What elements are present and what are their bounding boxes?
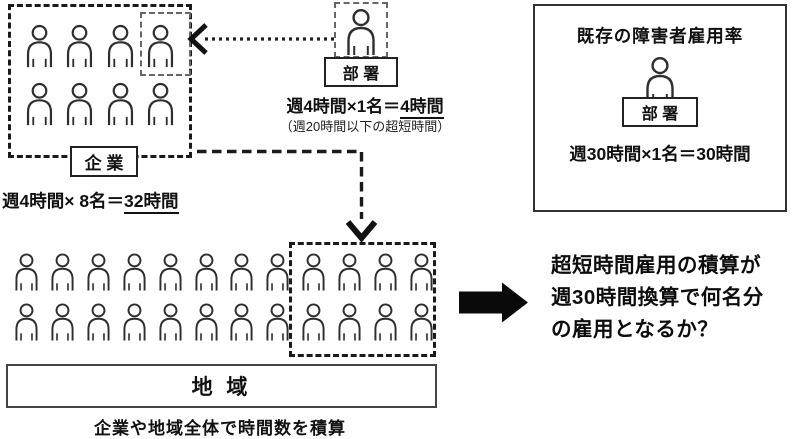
existing-rate-title: 既存の障害者雇用率 — [576, 26, 744, 46]
company-formula-result: 32時間 — [124, 191, 179, 214]
person-icon — [192, 250, 221, 294]
conclusion-line: 超短時間雇用の積算が — [551, 254, 761, 277]
person-icon — [84, 250, 113, 294]
person-icon — [84, 300, 113, 344]
company-label: 企 業 — [70, 146, 138, 177]
department-label: 部 署 — [324, 57, 398, 87]
conclusion-line: の雇用となるか？ — [551, 318, 719, 341]
person-icon — [23, 21, 56, 71]
dashed-connector-line — [197, 149, 364, 219]
arrowhead-left-icon — [187, 23, 208, 55]
company-formula-prefix: 週4時間× 8名＝ — [2, 191, 125, 211]
conclusion-text: 超短時間雇用の積算が 週30時間換算で何名分 の雇用となるか？ — [551, 250, 794, 346]
person-icon — [227, 250, 256, 294]
person-icon — [120, 300, 149, 344]
person-icon — [104, 21, 137, 71]
region-highlighted-members-box — [289, 242, 436, 357]
company-formula: 週4時間× 8名＝32時間 — [2, 188, 179, 214]
person-icon — [263, 300, 292, 344]
arrowhead-down-icon — [345, 220, 378, 243]
department-formula-prefix: 週4時間×1名＝ — [286, 97, 401, 116]
person-icon — [227, 300, 256, 344]
department-formula-result: 4時間 — [400, 97, 444, 119]
person-icon — [12, 250, 41, 294]
conclusion-line: 週30時間換算で何名分 — [551, 286, 764, 309]
person-icon — [63, 21, 96, 71]
person-icon — [63, 79, 96, 129]
existing-rate-formula: 週30時間×1名＝30時間 — [569, 144, 751, 164]
person-icon — [156, 250, 185, 294]
person-icon — [12, 300, 41, 344]
existing-department-label: 部 署 — [622, 97, 698, 127]
person-icon — [144, 79, 177, 129]
person-icon — [23, 79, 56, 129]
person-icon — [343, 7, 379, 57]
department-formula: 週4時間×1名＝4時間 — [250, 92, 480, 119]
region-caption: 企業や地域全体で時間数を積算 — [94, 419, 346, 438]
person-icon — [120, 250, 149, 294]
person-icon — [192, 300, 221, 344]
person-icon — [104, 79, 137, 129]
person-icon — [48, 250, 77, 294]
flow-arrow-right-icon — [459, 282, 528, 323]
person-icon — [263, 250, 292, 294]
department-note: （週20時間以下の超短時間） — [279, 119, 451, 134]
person-icon — [48, 300, 77, 344]
region-label: 地 域 — [6, 364, 437, 408]
person-icon — [156, 300, 185, 344]
highlighted-member-box — [140, 12, 191, 76]
existing-rate-box: 既存の障害者雇用率 部 署 週30時間×1名＝30時間 — [533, 4, 787, 212]
company-member-row — [23, 79, 177, 129]
